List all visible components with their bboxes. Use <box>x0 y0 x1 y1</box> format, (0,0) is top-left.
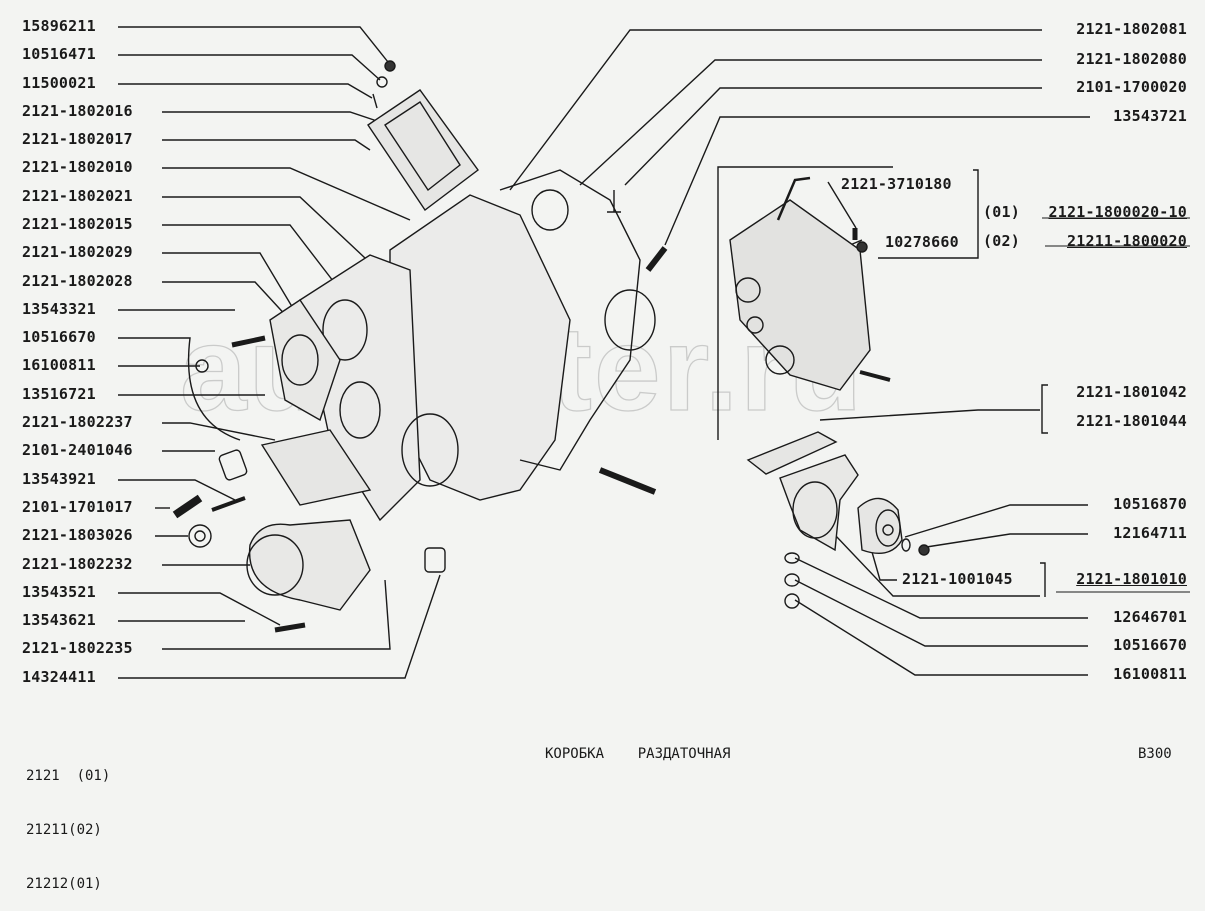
part-label: 2121-1802235 <box>22 639 133 657</box>
transfer-case-assembly <box>729 176 891 391</box>
cushion-label: 2121-1001045 <box>902 570 1013 588</box>
part-label: 2121-1801044 <box>1076 412 1187 430</box>
support-assembly-label: 2121-1801010 <box>1076 570 1187 588</box>
sensor-label: 2121-3710180 <box>841 175 952 193</box>
part-label: 13543521 <box>22 583 96 601</box>
rear-cover-parts <box>172 299 446 633</box>
model-line: 21211(02) <box>26 822 102 838</box>
part-label: 13516721 <box>22 385 96 403</box>
assembly-label-02: 21211-1800020 <box>1067 232 1187 250</box>
left-leader-lines <box>118 26 441 679</box>
part-label: 2121-1802081 <box>1076 20 1187 38</box>
part-label: 2121-1801042 <box>1076 383 1187 401</box>
brackets <box>878 169 1190 597</box>
part-label: 13543621 <box>22 611 96 629</box>
part-label: 2121-1802010 <box>22 158 133 176</box>
part-label: 13543721 <box>1113 107 1187 125</box>
part-label: 13543321 <box>22 300 96 318</box>
page-code: B300 <box>1138 746 1172 762</box>
part-label: 2101-2401046 <box>22 441 133 459</box>
part-label: 2121-1802017 <box>22 130 133 148</box>
part-label: 16100811 <box>1113 665 1187 683</box>
variant-code-01: (01) <box>983 203 1020 221</box>
model-line: 2121 (01) <box>26 768 111 784</box>
plug-label: 10278660 <box>885 233 959 251</box>
part-label: 2121-1802016 <box>22 102 133 120</box>
part-label: 11500021 <box>22 74 96 92</box>
model-line: 21212(01) <box>26 876 102 892</box>
part-label: 2121-1802237 <box>22 413 133 431</box>
part-label: 14324411 <box>22 668 96 686</box>
part-label: 10516870 <box>1113 495 1187 513</box>
part-label: 12646701 <box>1113 608 1187 626</box>
diagram-title: КОРОБКА РАЗДАТОЧНАЯ <box>545 746 731 762</box>
part-label: 2121-1802080 <box>1076 50 1187 68</box>
part-label: 2121-1802028 <box>22 272 133 290</box>
top-cover <box>367 60 479 212</box>
model-applicability: 2121 (01) 21211(02) 21212(01) <box>26 731 110 911</box>
assembly-label-01: 2121-1800020-10 <box>1048 203 1187 221</box>
part-label: 10516670 <box>1113 636 1187 654</box>
part-label: 10516670 <box>22 328 96 346</box>
part-label: 10516471 <box>22 45 96 63</box>
part-label: 15896211 <box>22 17 96 35</box>
variant-code-02: (02) <box>983 232 1020 250</box>
part-label: 16100811 <box>22 356 96 374</box>
part-label: 2101-1701017 <box>22 498 133 516</box>
part-label: 2121-1802021 <box>22 187 133 205</box>
part-label: 12164711 <box>1113 524 1187 542</box>
right-leader-lines <box>509 29 1090 676</box>
support-bracket <box>746 431 930 609</box>
part-label: 2121-1802029 <box>22 243 133 261</box>
exploded-diagram <box>118 26 1190 679</box>
part-label: 2101-1700020 <box>1076 78 1187 96</box>
part-label: 2121-1802232 <box>22 555 133 573</box>
part-label: 13543921 <box>22 470 96 488</box>
part-label: 2121-1803026 <box>22 526 133 544</box>
transfer-case-housing <box>299 169 668 522</box>
part-label: 2121-1802015 <box>22 215 133 233</box>
